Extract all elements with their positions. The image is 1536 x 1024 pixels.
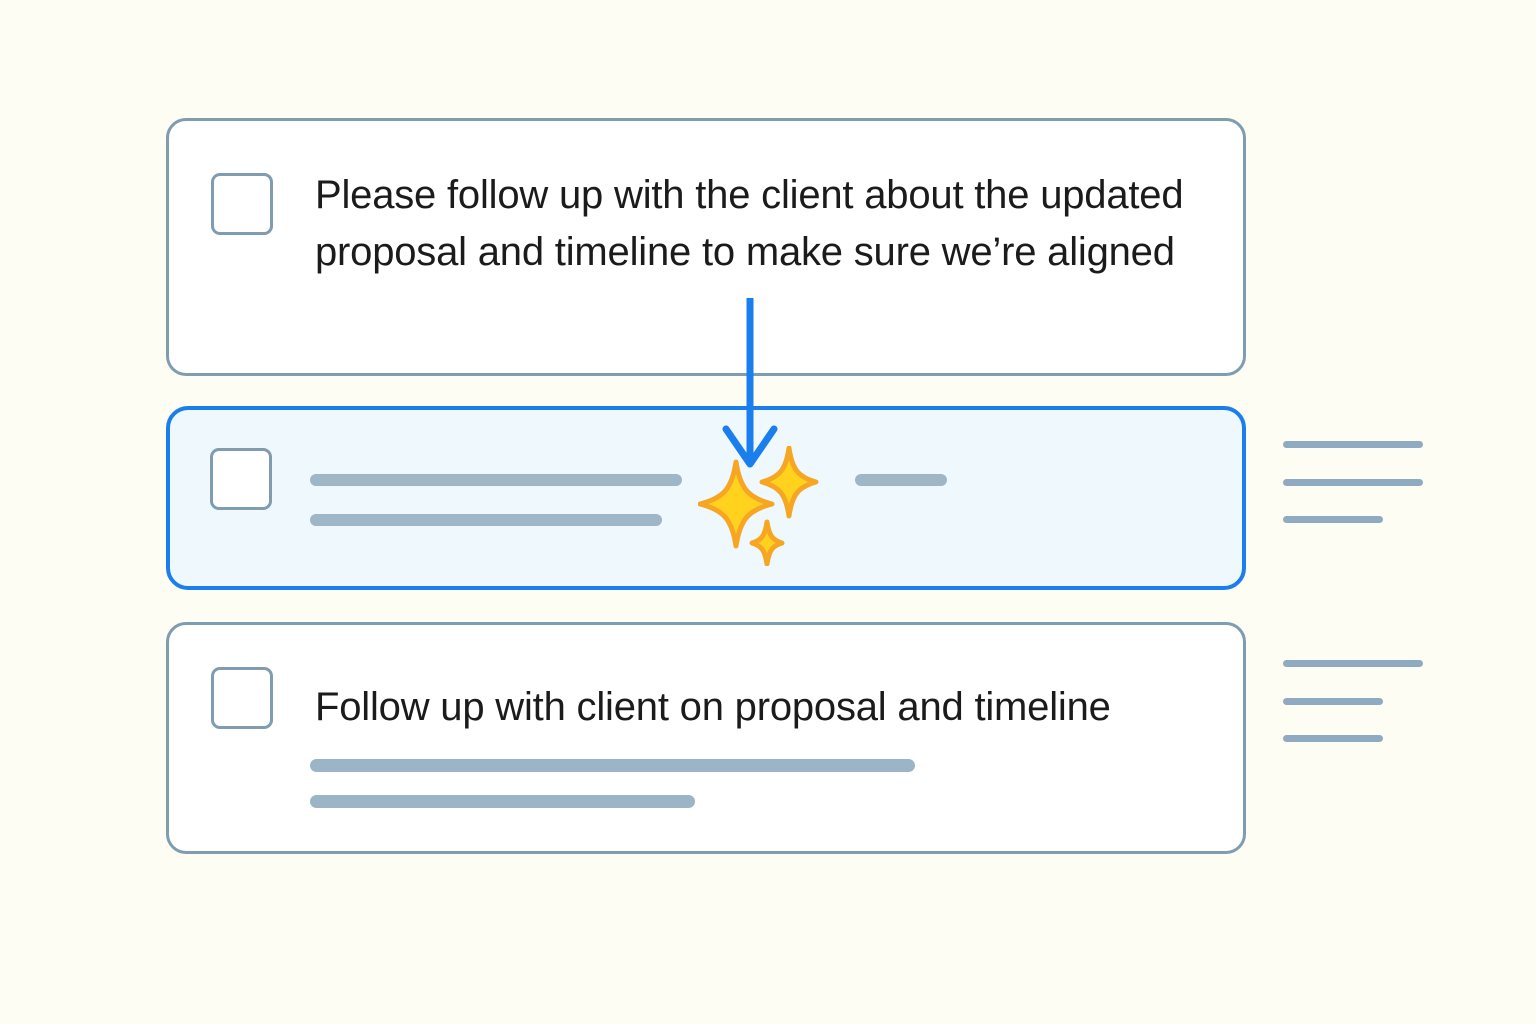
placeholder-bar-line-1	[310, 474, 682, 486]
task-checkbox[interactable]	[210, 448, 272, 510]
placeholder-bar-line-2	[310, 514, 662, 526]
rewritten-task-text: Follow up with client on proposal and ti…	[315, 685, 1111, 729]
ai-processing-card[interactable]	[166, 406, 1246, 590]
ghost-line-long	[1283, 479, 1423, 486]
ghost-line-short	[1283, 516, 1383, 523]
task-checkbox[interactable]	[211, 173, 273, 235]
placeholder-bar-trailing	[855, 474, 947, 486]
transform-arrow	[722, 298, 778, 468]
placeholder-bar-line-2	[310, 795, 695, 808]
ghost-line-long	[1283, 660, 1423, 667]
task-checkbox[interactable]	[211, 667, 273, 729]
ghost-line-short	[1283, 698, 1383, 705]
original-task-text: Please follow up with the client about t…	[315, 173, 1184, 274]
ghost-line-long	[1283, 441, 1423, 448]
original-task-card[interactable]: Please follow up with the client about t…	[166, 118, 1246, 376]
rewritten-task-card[interactable]: Follow up with client on proposal and ti…	[166, 622, 1246, 854]
ghost-line-short	[1283, 735, 1383, 742]
placeholder-bar-line-1	[310, 759, 915, 772]
sparkles-icon	[698, 446, 819, 566]
